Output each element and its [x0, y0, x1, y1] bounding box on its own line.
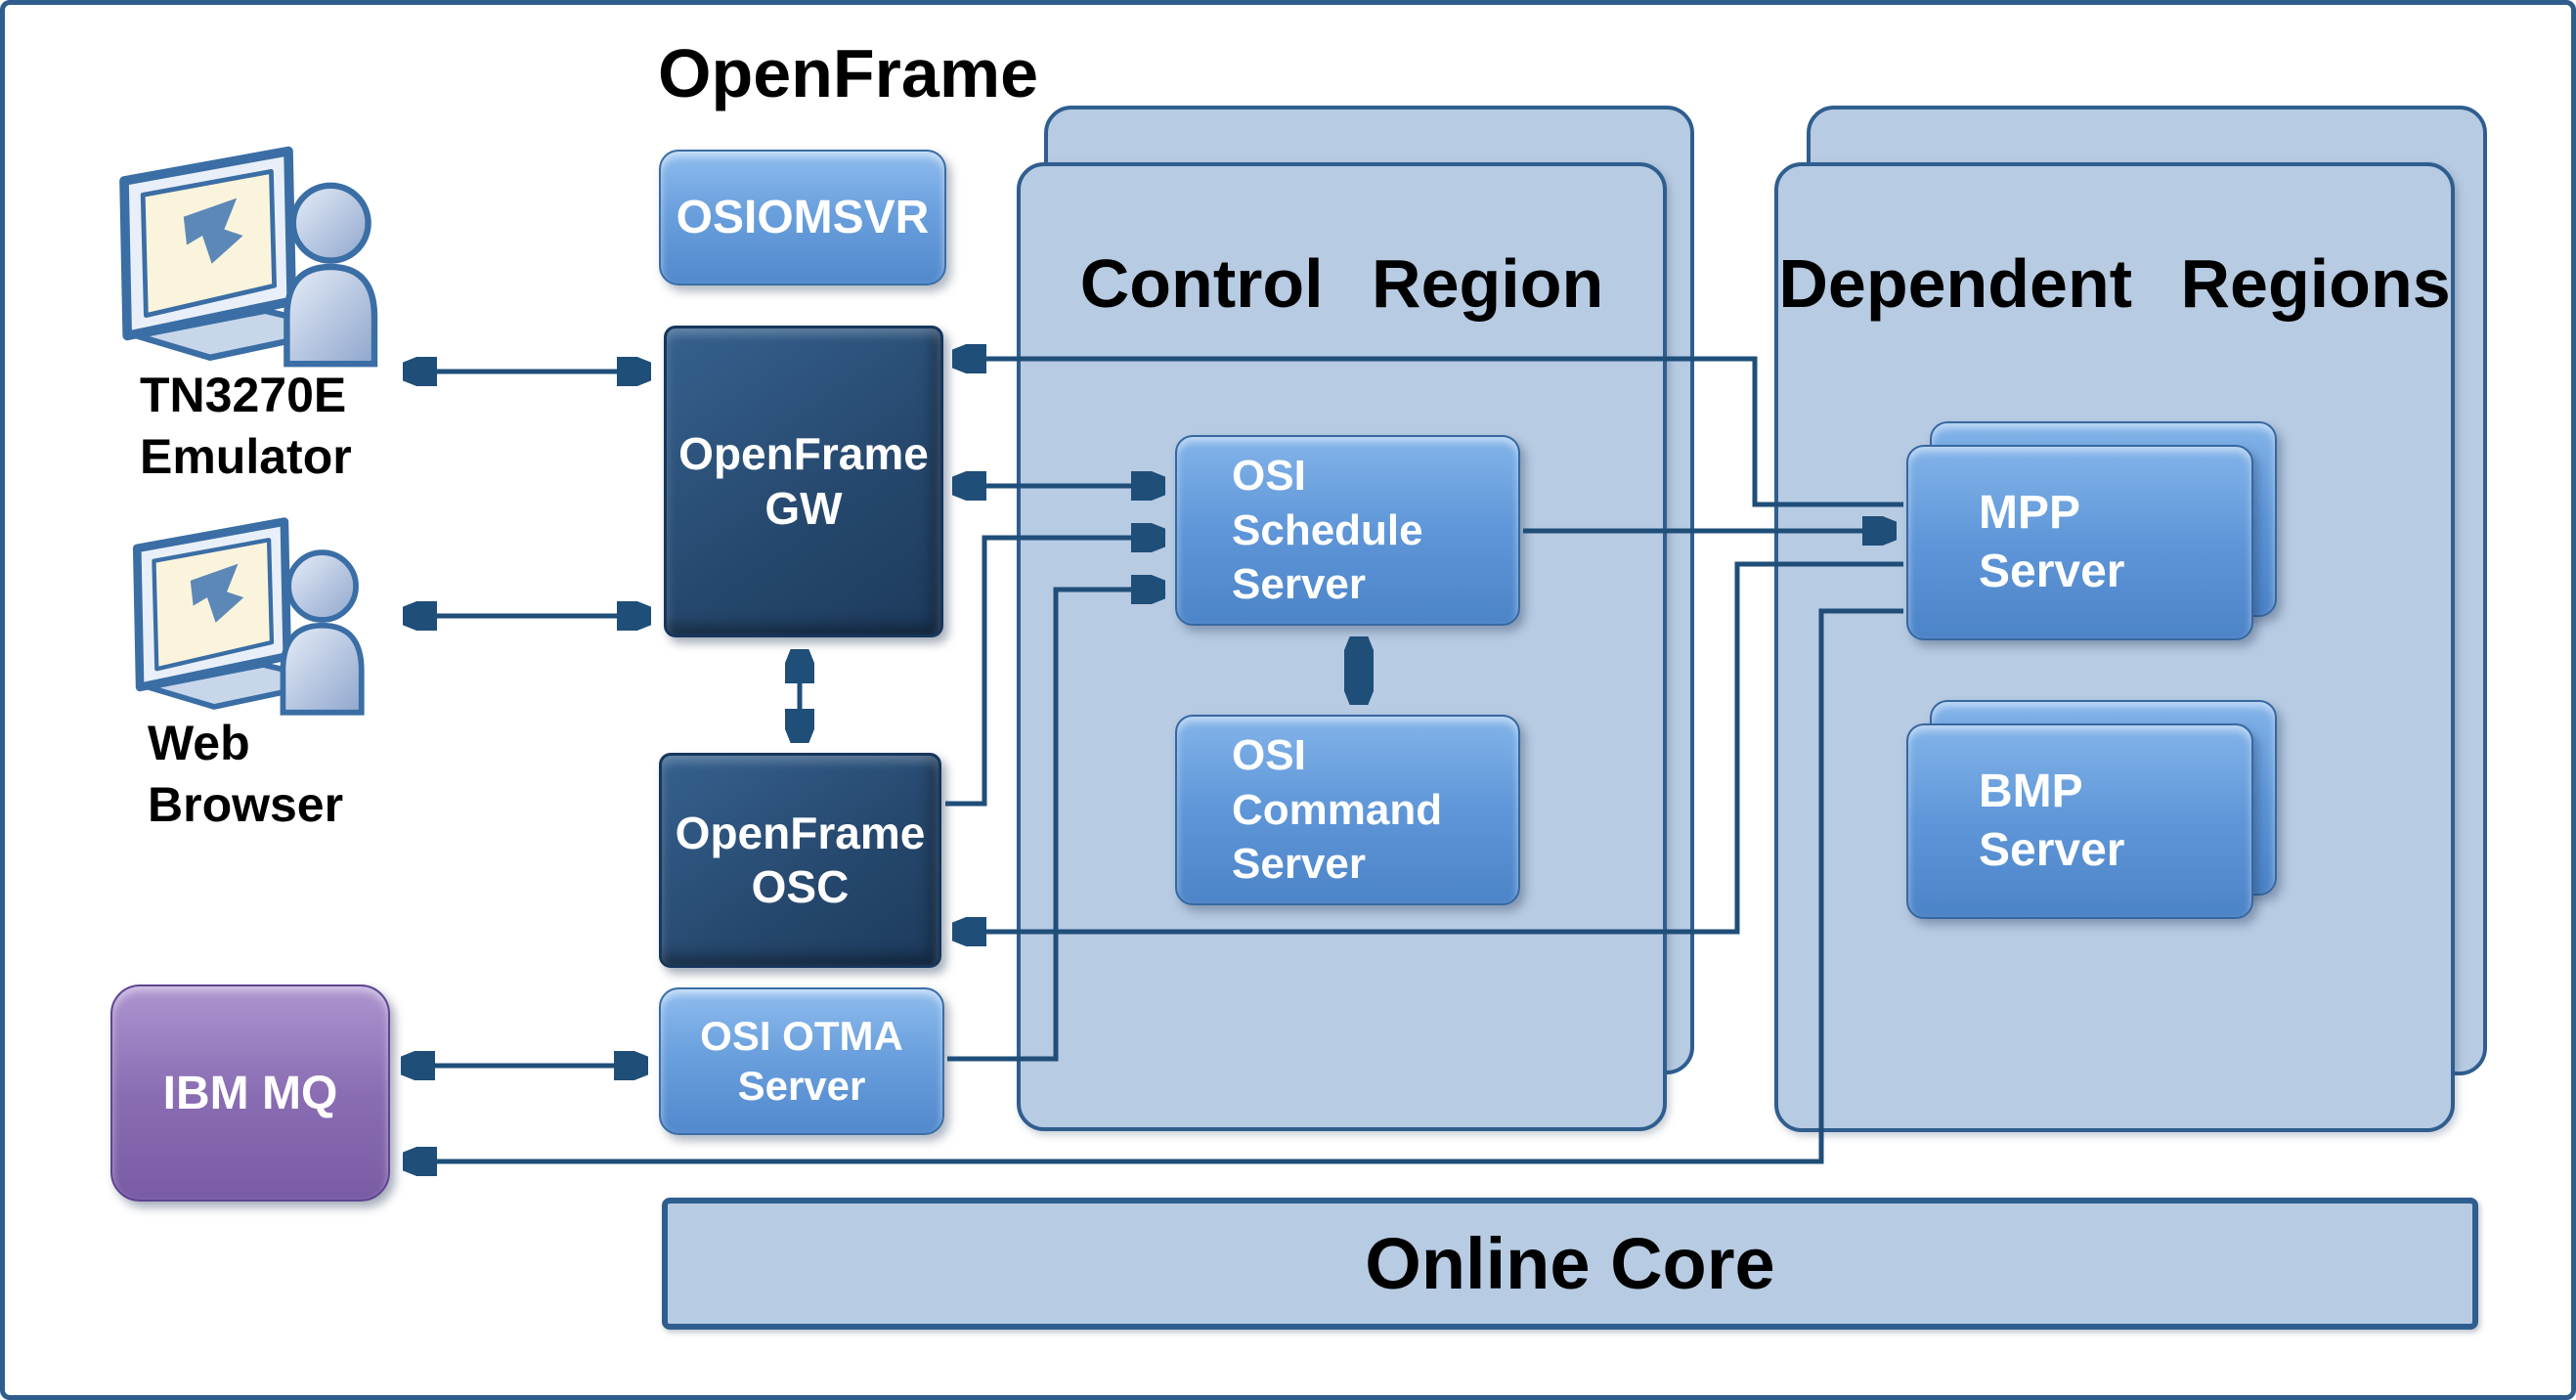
page-title: OpenFrame — [658, 35, 1038, 111]
osi-command-server-label: OSI Command Server — [1232, 730, 1443, 889]
openframe-osc-label: OpenFrame OSC — [675, 807, 926, 912]
mpp-server-box: MPP Server — [1906, 445, 2253, 640]
osi-otma-server-label: OSI OTMA Server — [700, 1013, 903, 1109]
osiomsvr-label: OSIOMSVR — [676, 192, 930, 243]
mpp-server-label: MPP Server — [1979, 487, 2125, 597]
osi-command-server-box: OSI Command Server — [1175, 715, 1520, 905]
openframe-osc-box: OpenFrame OSC — [659, 753, 941, 968]
dependent-regions: Dependent Regions — [1774, 162, 2455, 1132]
ibm-mq-label: IBM MQ — [162, 1067, 338, 1119]
dependent-regions-title: Dependent Regions — [1778, 245, 2451, 322]
bmp-server-box: BMP Server — [1906, 723, 2253, 919]
osi-schedule-server-label: OSI Schedule Server — [1232, 451, 1423, 609]
control-region: Control Region — [1017, 162, 1667, 1131]
online-core-bar: Online Core — [662, 1198, 2478, 1330]
online-core-label: Online Core — [1365, 1223, 1775, 1304]
actor-label-web-browser: Web Browser — [148, 716, 344, 832]
actor-label-tn3270e: TN3270E Emulator — [140, 368, 352, 484]
bmp-server-label: BMP Server — [1979, 766, 2125, 876]
osi-otma-server-box: OSI OTMA Server — [659, 987, 944, 1135]
control-region-title: Control Region — [1079, 245, 1604, 322]
ibm-mq-box: IBM MQ — [110, 984, 390, 1202]
openframe-gw-box: OpenFrame GW — [664, 326, 943, 637]
monitor-user-icon — [119, 146, 378, 368]
openframe-gw-label: OpenFrame GW — [678, 428, 929, 534]
osi-schedule-server-box: OSI Schedule Server — [1175, 435, 1520, 626]
osiomsvr-box: OSIOMSVR — [659, 150, 946, 285]
monitor-user-icon — [132, 517, 365, 716]
